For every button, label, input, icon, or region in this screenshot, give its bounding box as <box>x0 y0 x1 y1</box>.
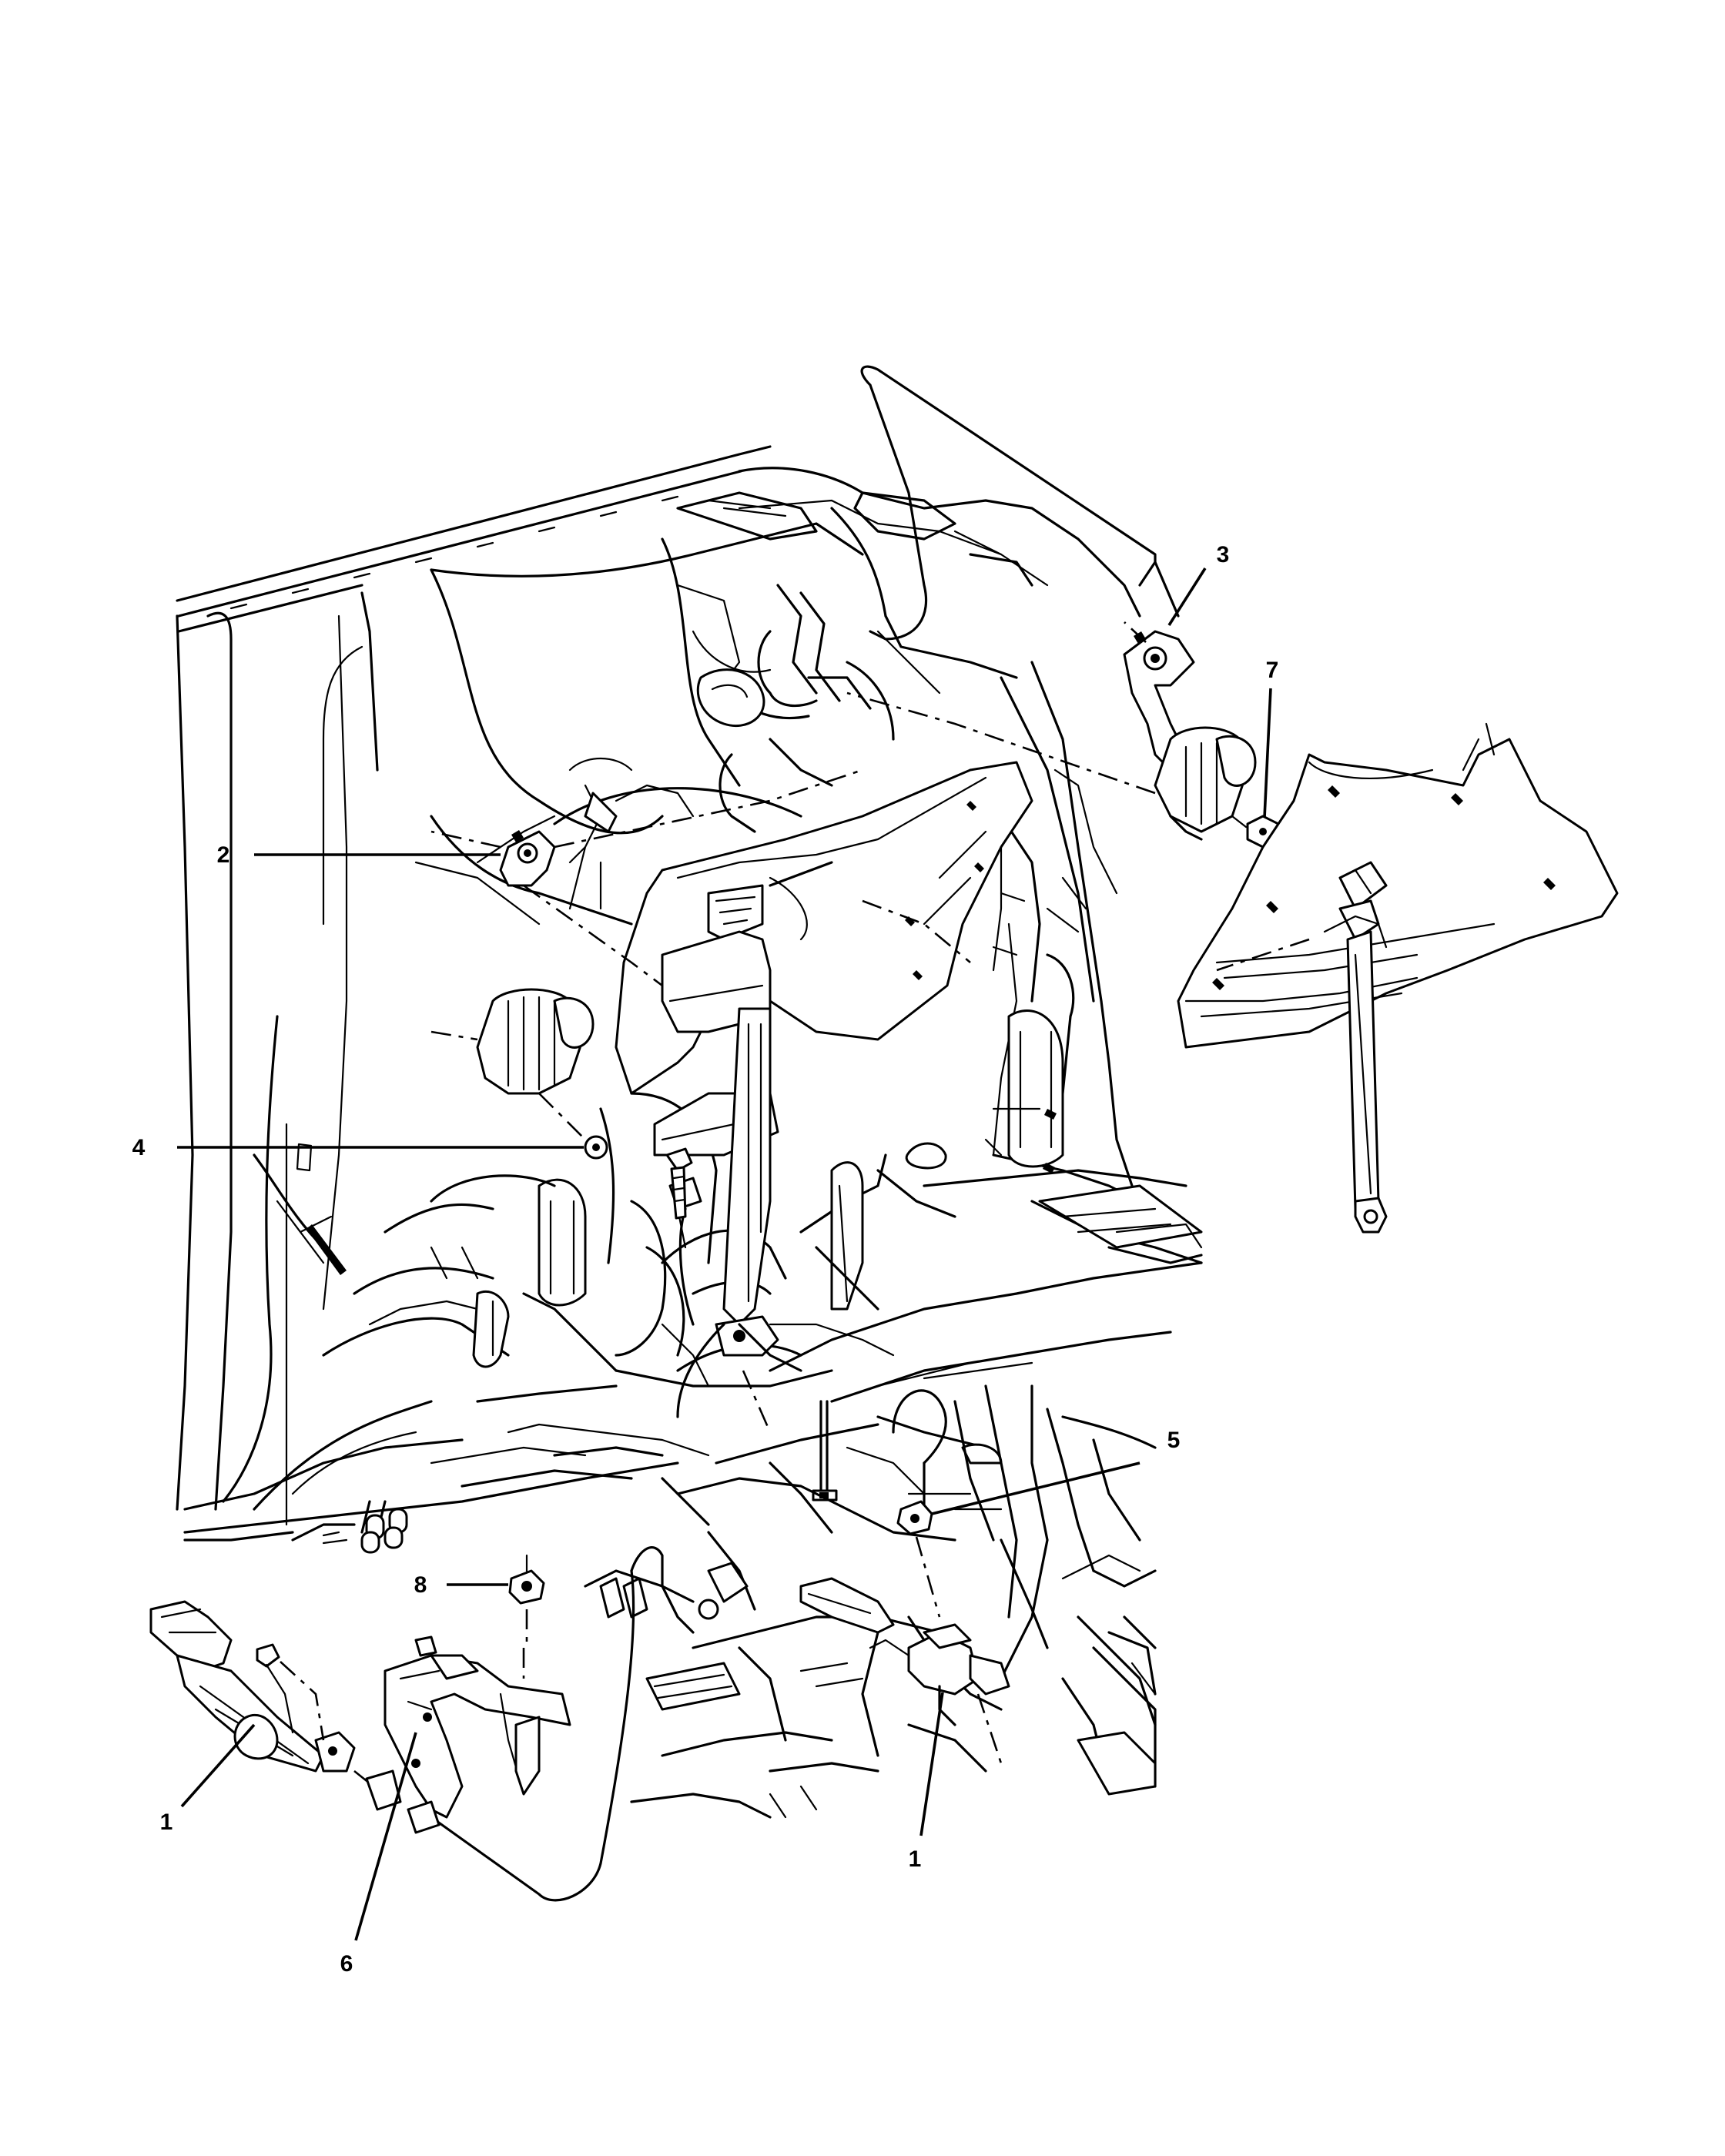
callout-3: 3 <box>1217 542 1230 567</box>
callout-2: 2 <box>217 842 230 868</box>
callout-6: 6 <box>340 1951 353 1977</box>
part-retractor-left <box>430 988 595 1140</box>
callout-leaders <box>177 567 1272 1941</box>
leader-1b <box>919 1692 944 1836</box>
part-retractor-right <box>846 691 1257 841</box>
part-1-seat-belt-buckle-right <box>799 1577 1010 1764</box>
callout-labels: 2 3 7 4 5 8 1 6 1 <box>132 542 1279 1977</box>
part-6-buckle-bracket <box>365 1635 571 1834</box>
callout-5: 5 <box>1167 1428 1181 1453</box>
callout-8: 8 <box>414 1572 427 1598</box>
center-floor-bolt <box>665 1147 693 1220</box>
part-right-belt-webbing <box>1216 899 1388 1234</box>
part-2-belt-anchor <box>430 768 863 987</box>
part-4-bolt <box>584 1135 608 1160</box>
part-center-belt-webbing <box>668 1007 802 1433</box>
callout-1-left: 1 <box>160 1810 173 1835</box>
leader-6 <box>354 1732 417 1941</box>
leader-7 <box>1263 688 1272 819</box>
vehicle-body-shell <box>176 445 1203 1819</box>
callout-7: 7 <box>1266 658 1279 683</box>
part-8-nut <box>508 1554 545 1648</box>
leader-5 <box>931 1461 1141 1515</box>
assembly-outline-loop <box>430 365 1180 1902</box>
callout-1-right: 1 <box>909 1846 922 1872</box>
part-1-seat-belt-buckle-left <box>149 1600 394 1803</box>
leader-1a <box>180 1723 256 1808</box>
callout-4: 4 <box>132 1135 146 1160</box>
part-5-bolt <box>896 1500 941 1618</box>
leader-3 <box>1167 567 1207 626</box>
